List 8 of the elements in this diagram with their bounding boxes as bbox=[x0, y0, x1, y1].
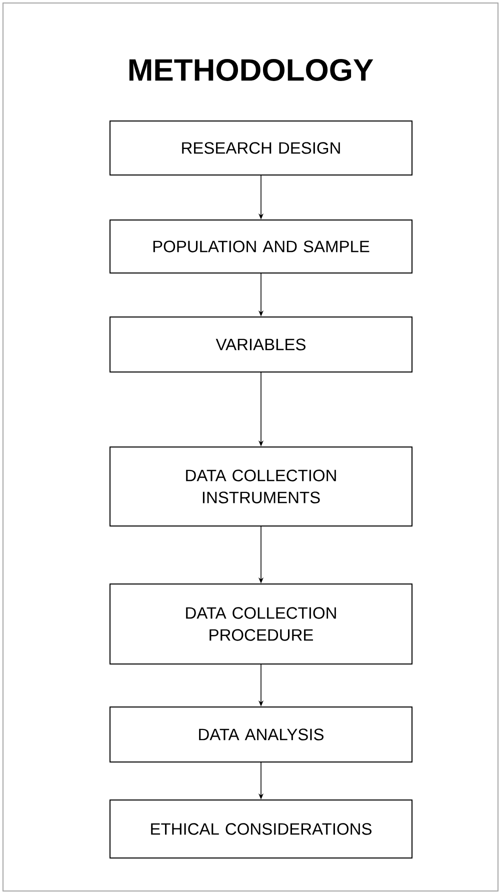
process-box: DATA COLLECTION INSTRUMENTS bbox=[110, 446, 412, 526]
process-box: RESEARCH DESIGN bbox=[110, 120, 412, 176]
title: METHODOLOGY bbox=[129, 59, 374, 81]
process-box: DATA ANALYSIS bbox=[110, 706, 412, 762]
process-box: DATA COLLECTION PROCEDURE bbox=[110, 584, 412, 664]
process-box: ETHICAL CONSIDERATIONS bbox=[110, 800, 412, 858]
process-box: POPULATION AND SAMPLE bbox=[110, 220, 412, 274]
process-box: VARIABLES bbox=[110, 316, 412, 372]
